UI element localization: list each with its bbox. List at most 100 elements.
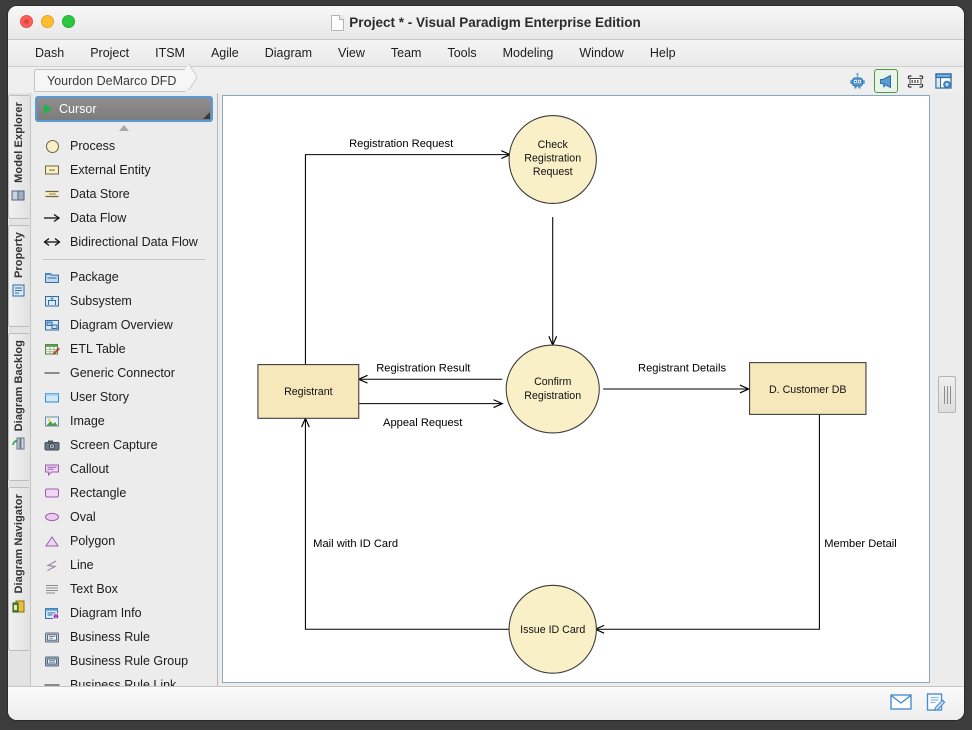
text-box-icon bbox=[43, 581, 61, 597]
palette-item-text-box[interactable]: Text Box bbox=[31, 577, 217, 601]
menu-window[interactable]: Window bbox=[566, 43, 636, 63]
polygon-icon bbox=[43, 533, 61, 549]
flow-member-detail[interactable]: Member Detail bbox=[595, 414, 896, 629]
palette-item-diagram-info[interactable]: Diagram Info bbox=[31, 601, 217, 625]
sidebar-tab-diagram-navigator[interactable]: Diagram Navigator bbox=[8, 487, 29, 651]
palette-item-label: Diagram Info bbox=[70, 606, 142, 620]
palette-item-business-rule-link[interactable]: Business Rule Link bbox=[31, 673, 217, 687]
palette-item-line[interactable]: Line bbox=[31, 553, 217, 577]
flow-appeal-request[interactable]: Appeal Request bbox=[359, 404, 503, 429]
sidebar-tab-diagram-backlog[interactable]: Diagram Backlog bbox=[8, 333, 29, 481]
menu-dash[interactable]: Dash bbox=[22, 43, 77, 63]
palette-item-oval[interactable]: Oval bbox=[31, 505, 217, 529]
palette-item-polygon[interactable]: Polygon bbox=[31, 529, 217, 553]
palette-item-label: Data Flow bbox=[70, 211, 126, 225]
palette-item-label: Line bbox=[70, 558, 94, 572]
palette-item-label: Polygon bbox=[70, 534, 115, 548]
robot-icon[interactable] bbox=[846, 70, 868, 92]
sidebar-tab-model-explorer[interactable]: Model Explorer bbox=[8, 95, 29, 219]
palette-item-subsystem[interactable]: Subsystem bbox=[31, 289, 217, 313]
tab-yourdon-demarco-dfd[interactable]: Yourdon DeMarco DFD bbox=[34, 69, 186, 92]
flow-label: Registrant Details bbox=[638, 362, 726, 374]
dfd-diagram: Registration Request Registration Result bbox=[223, 96, 929, 682]
palette-item-callout[interactable]: Callout bbox=[31, 457, 217, 481]
cursor-arrow-icon bbox=[44, 104, 52, 114]
palette-item-process[interactable]: Process bbox=[31, 134, 217, 158]
shape-palette: Cursor Process External Entity bbox=[31, 93, 218, 687]
node-label-line: D. Customer DB bbox=[769, 384, 847, 396]
node-label-line: Confirm bbox=[534, 376, 571, 388]
vertical-tab-rail: Model Explorer Property bbox=[8, 93, 31, 687]
palette-item-label: ETL Table bbox=[70, 342, 126, 356]
menu-itsm[interactable]: ITSM bbox=[142, 43, 198, 63]
process-check-registration-request[interactable]: Check Registration Request bbox=[509, 116, 596, 204]
data-store-icon bbox=[43, 186, 61, 202]
node-label-line: Issue ID Card bbox=[520, 624, 585, 636]
palette-item-label: Diagram Overview bbox=[70, 318, 173, 332]
data-store-customer-db[interactable]: D. Customer DB bbox=[750, 363, 866, 415]
external-entity-registrant[interactable]: Registrant bbox=[258, 365, 359, 419]
palette-scroll-up-button[interactable] bbox=[31, 122, 217, 134]
palette-item-package[interactable]: Package bbox=[31, 265, 217, 289]
window-title-container: Project * - Visual Paradigm Enterprise E… bbox=[8, 6, 964, 39]
process-circle-icon bbox=[43, 138, 61, 154]
flow-registrant-details[interactable]: Registrant Details bbox=[603, 362, 748, 389]
flow-mail-with-id-card[interactable]: Mail with ID Card bbox=[305, 418, 510, 629]
menu-bar: Dash Project ITSM Agile Diagram View Tea… bbox=[8, 40, 964, 67]
node-label-line: Registrant bbox=[284, 386, 333, 398]
palette-item-etl-table[interactable]: ETL Table bbox=[31, 337, 217, 361]
palette-item-business-rule[interactable]: Business Rule bbox=[31, 625, 217, 649]
rectangle-icon bbox=[43, 485, 61, 501]
vertical-tab-label: Property bbox=[13, 232, 25, 278]
model-explorer-icon bbox=[11, 188, 27, 204]
panel-layout-icon[interactable] bbox=[932, 70, 954, 92]
palette-item-business-rule-group[interactable]: Business Rule Group bbox=[31, 649, 217, 673]
palette-item-diagram-overview[interactable]: Diagram Overview bbox=[31, 313, 217, 337]
palette-item-data-store[interactable]: Data Store bbox=[31, 182, 217, 206]
palette-item-label: Package bbox=[70, 270, 119, 284]
diagram-info-icon bbox=[43, 605, 61, 621]
menu-project[interactable]: Project bbox=[77, 43, 142, 63]
process-confirm-registration[interactable]: Confirm Registration bbox=[506, 345, 599, 433]
palette-item-label: Screen Capture bbox=[70, 438, 158, 452]
palette-item-bidirectional-data-flow[interactable]: Bidirectional Data Flow bbox=[31, 230, 217, 254]
canvas-area: Registration Request Registration Result bbox=[218, 93, 964, 687]
palette-item-data-flow[interactable]: Data Flow bbox=[31, 206, 217, 230]
spec-strip-icon[interactable] bbox=[904, 70, 926, 92]
flow-registration-request[interactable]: Registration Request bbox=[305, 138, 510, 365]
menu-team[interactable]: Team bbox=[378, 43, 435, 63]
menu-help[interactable]: Help bbox=[637, 43, 689, 63]
palette-item-generic-connector[interactable]: Generic Connector bbox=[31, 361, 217, 385]
megaphone-icon[interactable] bbox=[874, 69, 898, 93]
diagram-overview-icon bbox=[43, 317, 61, 333]
palette-item-image[interactable]: Image bbox=[31, 409, 217, 433]
main-split: Model Explorer Property bbox=[8, 93, 964, 687]
external-entity-icon bbox=[43, 162, 61, 178]
menu-tools[interactable]: Tools bbox=[434, 43, 489, 63]
bidirectional-data-flow-icon bbox=[43, 234, 61, 250]
diagram-canvas[interactable]: Registration Request Registration Result bbox=[222, 95, 930, 683]
palette-item-screen-capture[interactable]: Screen Capture bbox=[31, 433, 217, 457]
menu-agile[interactable]: Agile bbox=[198, 43, 252, 63]
palette-item-external-entity[interactable]: External Entity bbox=[31, 158, 217, 182]
flow-registration-result[interactable]: Registration Result bbox=[359, 362, 503, 379]
mail-icon[interactable] bbox=[890, 694, 912, 715]
menu-view[interactable]: View bbox=[325, 43, 378, 63]
oval-icon bbox=[43, 509, 61, 525]
palette-item-cursor[interactable]: Cursor bbox=[35, 96, 213, 122]
flow-label: Mail with ID Card bbox=[313, 538, 398, 550]
right-panel-rail bbox=[934, 93, 964, 687]
flow-label: Registration Request bbox=[349, 138, 454, 150]
sidebar-tab-property[interactable]: Property bbox=[8, 225, 29, 327]
menu-modeling[interactable]: Modeling bbox=[490, 43, 567, 63]
palette-item-rectangle[interactable]: Rectangle bbox=[31, 481, 217, 505]
process-issue-id-card[interactable]: Issue ID Card bbox=[509, 585, 596, 673]
right-panel-handle[interactable] bbox=[938, 376, 956, 413]
note-edit-icon[interactable] bbox=[926, 693, 946, 716]
document-icon bbox=[331, 15, 344, 31]
window-title: Project * - Visual Paradigm Enterprise E… bbox=[349, 15, 641, 30]
palette-item-user-story[interactable]: User Story bbox=[31, 385, 217, 409]
menu-diagram[interactable]: Diagram bbox=[252, 43, 325, 63]
tab-label: Yourdon DeMarco DFD bbox=[47, 74, 176, 88]
application-window: Project * - Visual Paradigm Enterprise E… bbox=[8, 6, 964, 720]
